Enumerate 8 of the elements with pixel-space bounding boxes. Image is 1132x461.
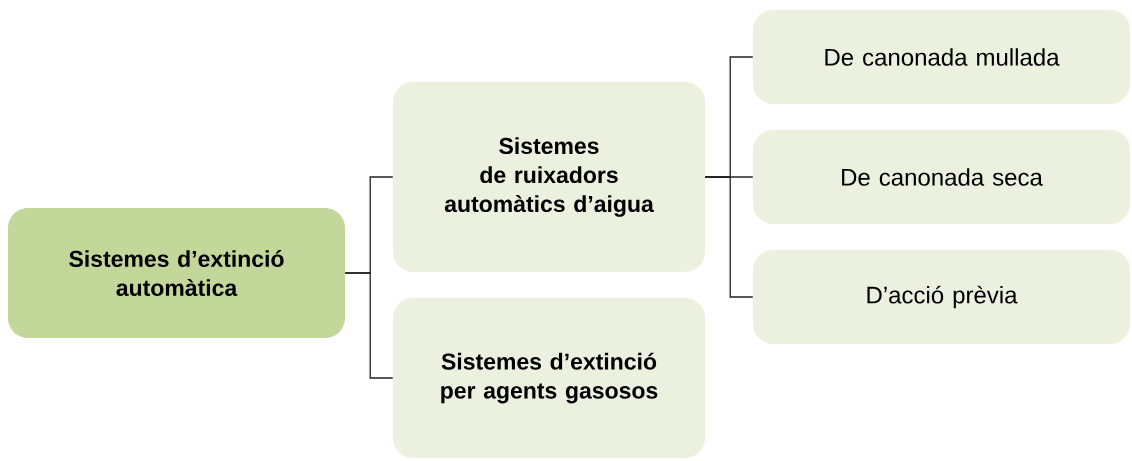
type-box: D’acció prèvia: [753, 250, 1130, 344]
category-box: Sistemes de ruixadors automàtics d’aigua: [393, 82, 705, 272]
type-box: De canonada seca: [753, 130, 1130, 224]
type-box: De canonada mullada: [753, 10, 1130, 104]
connector: [344, 272, 394, 379]
category-box: Sistemes d’extinció per agents gasosos: [393, 298, 705, 458]
connector: [704, 176, 754, 298]
root-box: Sistemes d’extinció automàtica: [8, 208, 345, 338]
